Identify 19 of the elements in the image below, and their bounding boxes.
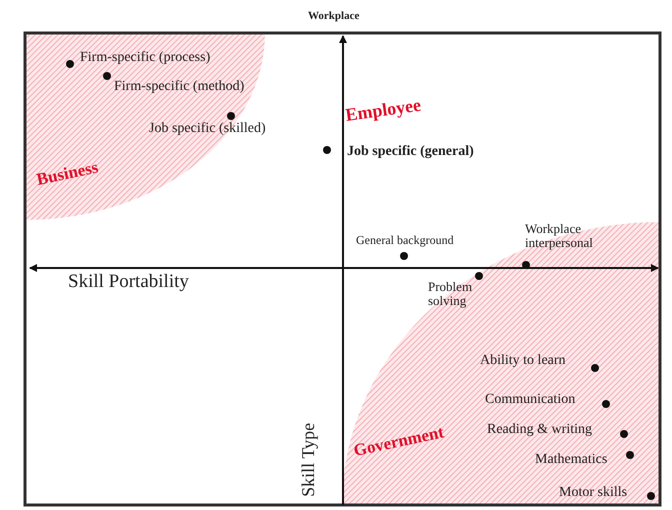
axis-end-label: Workplace <box>308 10 360 22</box>
skill-label: Workplace interpersonal <box>525 222 594 251</box>
skill-label: Job specific (skilled) <box>149 121 266 136</box>
region-title: Government <box>352 423 446 461</box>
skill-label: Communication <box>485 392 576 408</box>
axis-title: Skill Type <box>299 422 319 497</box>
skill-label: Job specific (general) <box>347 144 474 160</box>
skill-label: Mathematics <box>535 452 608 468</box>
skill-label: Firm-specific (process) <box>80 50 210 66</box>
skill-label: Firm-specific (method) <box>114 79 244 94</box>
region-title: Business <box>35 158 100 190</box>
axis-title: Skill Portability <box>68 272 189 293</box>
skill-label: Ability to learn <box>480 353 566 368</box>
region-title: Employee <box>344 96 422 126</box>
skill-label: Reading & writing <box>487 422 592 438</box>
skill-label: General background <box>356 234 454 248</box>
skill-label: Problem solving <box>428 280 474 309</box>
government-region <box>342 222 660 505</box>
skill-label: Motor skills <box>559 485 628 500</box>
